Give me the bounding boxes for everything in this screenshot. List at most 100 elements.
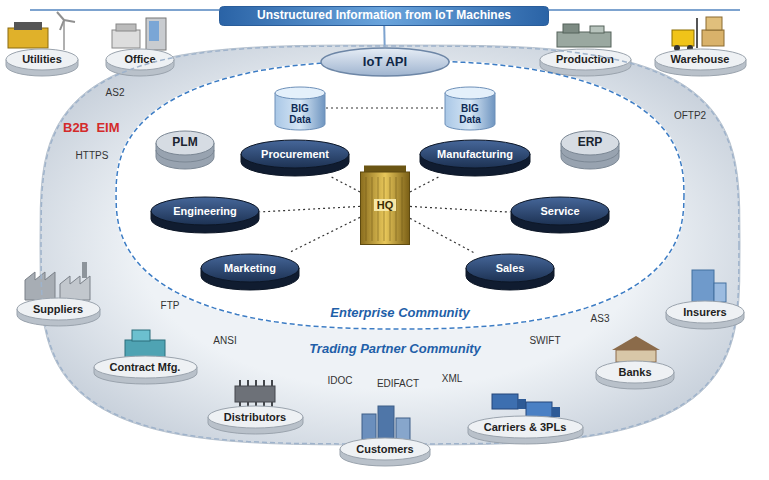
production-icon (557, 32, 611, 47)
platform-disc: Production (539, 48, 632, 77)
text-holder: PLM (155, 130, 215, 156)
text-holder: Production (539, 48, 632, 71)
node-text: ERP (578, 136, 603, 150)
node-text: HQ (374, 199, 397, 212)
node-text: Marketing (224, 262, 276, 275)
contract-mfg-icon (132, 330, 150, 341)
office-icon (116, 24, 136, 31)
cylinder-top (540, 49, 631, 70)
node-text: Production (556, 53, 614, 66)
text-holder: Suppliers (16, 297, 101, 321)
function-disc: Procurement (240, 139, 350, 177)
dotted-connector (331, 177, 360, 192)
text-holder: Carriers & 3PLs (467, 415, 584, 439)
carriers-icon (526, 402, 552, 417)
text-holder: Manufacturing (419, 139, 531, 169)
suppliers-icon (82, 262, 87, 278)
suppliers-icon (25, 262, 90, 300)
hq-window-strip (372, 177, 373, 241)
platform-disc: Insurers (665, 300, 745, 330)
text-holder: Enterprise Community (330, 306, 469, 321)
text-holder: Utilities (5, 48, 79, 71)
node-text: Carriers & 3PLs (484, 421, 567, 434)
node-text: Suppliers (33, 303, 83, 316)
api-ellipse: IoT API (320, 47, 450, 77)
text-holder: BIG Data (444, 100, 496, 129)
office-icon (149, 21, 159, 41)
customers-icon (378, 406, 394, 440)
warehouse-icon (672, 17, 724, 51)
protocol-label: EDIFACT (377, 378, 419, 389)
text-holder: Insurers (665, 300, 745, 324)
hq-building: HQ (360, 165, 410, 245)
node-text: Utilities (22, 53, 62, 66)
platform-disc: Carriers & 3PLs (467, 415, 584, 445)
system-cylinder: PLM (155, 130, 215, 170)
platform-disc: Distributors (207, 405, 304, 435)
dotted-connector (288, 217, 360, 253)
cylinder-top (596, 361, 674, 383)
text-holder: Trading Partner Community (309, 342, 481, 357)
text-holder: Marketing (200, 253, 300, 283)
platform-disc: Banks (595, 360, 675, 390)
protocol-label: XML (442, 373, 463, 384)
cylinder-top (561, 131, 619, 155)
function-disc: Manufacturing (419, 139, 531, 177)
text-holder: BIG Data (274, 100, 326, 129)
community-grounds (115, 60, 685, 330)
node-text: Service (540, 205, 579, 218)
utilities-icon (57, 12, 75, 30)
node-text: Unstructured Information from IoT Machin… (257, 9, 511, 23)
node-text: Distributors (224, 411, 286, 424)
warehouse-icon (702, 30, 724, 46)
text-holder: ERP (560, 130, 620, 156)
office-icon (146, 18, 166, 50)
database-cylinder: BIG Data (274, 86, 326, 131)
utilities-icon (14, 22, 42, 30)
node-text: Contract Mfg. (110, 361, 181, 374)
node-text: BIG Data (285, 103, 315, 126)
node-text: Engineering (173, 205, 237, 218)
text-holder: Sales (465, 253, 555, 283)
platform-disc: Contract Mfg. (93, 355, 198, 385)
node-text: Banks (618, 366, 651, 379)
customers-icon (396, 418, 410, 440)
dotted-connector (410, 206, 510, 212)
function-disc: Marketing (200, 253, 300, 291)
text-holder: Engineering (150, 196, 260, 226)
production-icon (563, 24, 579, 33)
node-text: Manufacturing (437, 148, 513, 161)
platform-disc: Warehouse (654, 48, 747, 77)
node-text: Procurement (261, 148, 329, 161)
cylinder-top (445, 87, 495, 99)
carriers-icon (552, 407, 560, 417)
utilities-icon (8, 12, 75, 50)
hq-wall (361, 172, 410, 245)
warehouse-icon (706, 17, 722, 30)
production-icon (557, 24, 611, 47)
dotted-connector (326, 107, 444, 108)
node-text: Insurers (683, 306, 726, 319)
function-disc: Service (510, 196, 610, 234)
distributors-icon (240, 380, 272, 408)
insurers-icon (692, 270, 726, 302)
node-text: Office (124, 53, 155, 66)
cylinder-top (666, 301, 744, 323)
text-holder: Contract Mfg. (93, 355, 198, 379)
cylinder-top (468, 416, 583, 438)
text-holder: Distributors (207, 405, 304, 429)
cylinder-top (340, 438, 430, 460)
text-holder: Warehouse (654, 48, 747, 71)
cylinder-top (466, 254, 554, 282)
cylinder-top (17, 298, 100, 320)
node-text: Trading Partner Community (309, 342, 481, 357)
cylinder-layer (156, 150, 214, 162)
cylinder-top (655, 49, 746, 70)
text-holder: Banks (595, 360, 675, 384)
protocol-label: FTP (161, 300, 180, 311)
cylinder-top (208, 406, 303, 428)
carriers-icon (518, 399, 526, 409)
protocol-label: OFTP2 (674, 110, 706, 121)
distributors-icon (235, 380, 275, 408)
